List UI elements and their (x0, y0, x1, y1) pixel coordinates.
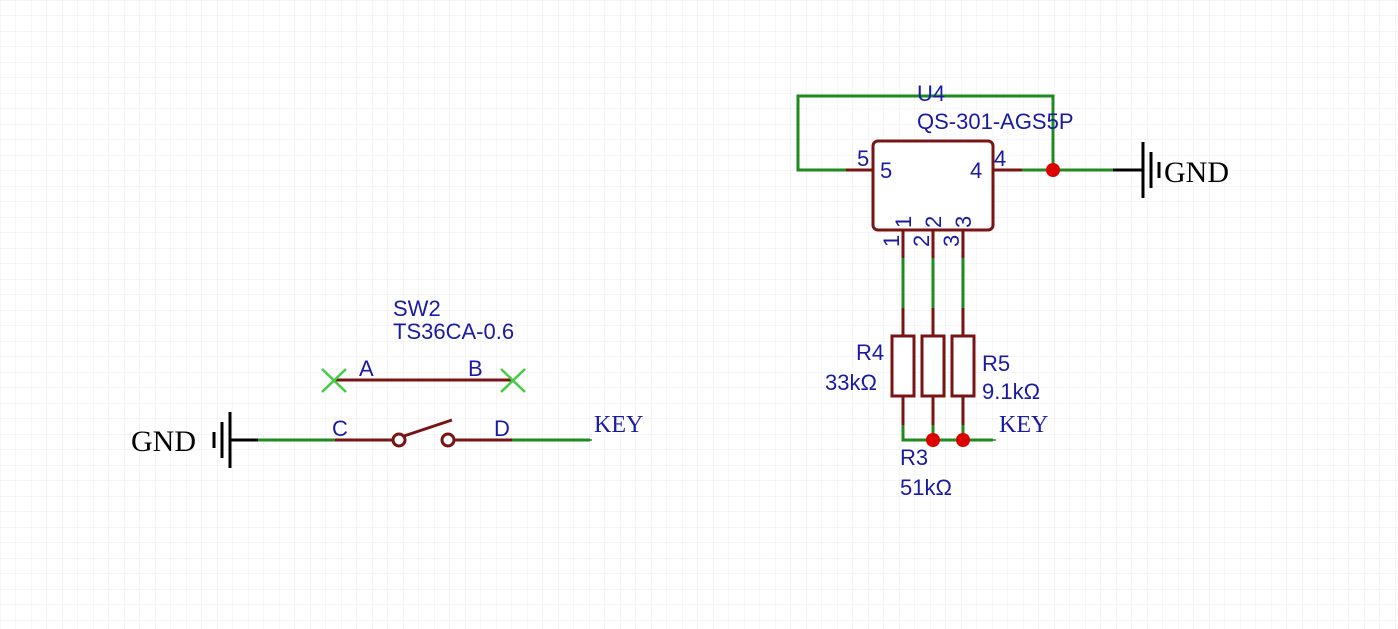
switch-pin-c: C (332, 416, 348, 441)
junction-r5-bus (956, 433, 970, 447)
ic-pin1-inner: 1 (891, 216, 916, 228)
resistor-r3[interactable] (920, 308, 946, 425)
ic-pin2-outer: 2 (909, 235, 934, 247)
gnd-label-left: GND (131, 425, 196, 458)
ic-pin4-outer: 4 (994, 146, 1006, 171)
net-label-key-right: KEY (999, 412, 1048, 438)
switch-designator: SW2 (393, 296, 441, 321)
resistor-r5[interactable] (950, 308, 976, 425)
ground-symbol-right-icon (1113, 142, 1161, 198)
ic-u4[interactable]: U4 QS-301-AGS5P 5 5 4 4 1 2 3 1 2 3 (846, 81, 1074, 258)
ic-designator: U4 (917, 81, 945, 106)
r5-value: 9.1kΩ (982, 379, 1040, 404)
r5-designator: R5 (982, 351, 1010, 376)
wire-pin5-loop[interactable] (796, 94, 1055, 172)
no-connect-b-icon (500, 368, 526, 393)
ic-value: QS-301-AGS5P (917, 109, 1074, 134)
switch-pin-d: D (494, 416, 510, 441)
ic-pin5-outer: 5 (857, 146, 869, 171)
r4-designator: R4 (856, 340, 884, 365)
ic-pin3-outer: 3 (939, 235, 964, 247)
switch-sw2[interactable]: SW2 TS36CA-0.6 A B C D (321, 296, 526, 448)
ground-symbol-left-icon (212, 412, 258, 468)
r4-value: 33kΩ (825, 370, 877, 395)
junction-r3-bus (926, 433, 940, 447)
ic-pin2-inner: 2 (921, 216, 946, 228)
ic-pin4-inner: 4 (970, 158, 982, 183)
ic-pin3-inner: 3 (951, 216, 976, 228)
resistor-r4[interactable] (890, 308, 916, 425)
no-connect-a-icon (321, 368, 347, 393)
switch-lever (403, 418, 453, 438)
ic-pin5-inner: 5 (880, 158, 892, 183)
net-label-key-left: KEY (594, 412, 643, 438)
switch-pin-b: B (468, 356, 483, 381)
gnd-label-right: GND (1164, 156, 1229, 189)
ic-pin1-outer: 1 (879, 235, 904, 247)
r3-designator: R3 (900, 445, 928, 470)
switch-contact-right (440, 432, 456, 448)
junction-gnd-net (1046, 163, 1060, 177)
r3-value: 51kΩ (900, 475, 952, 500)
switch-value: TS36CA-0.6 (393, 319, 514, 344)
switch-pin-a: A (359, 356, 374, 381)
switch-contact-left (391, 432, 407, 448)
